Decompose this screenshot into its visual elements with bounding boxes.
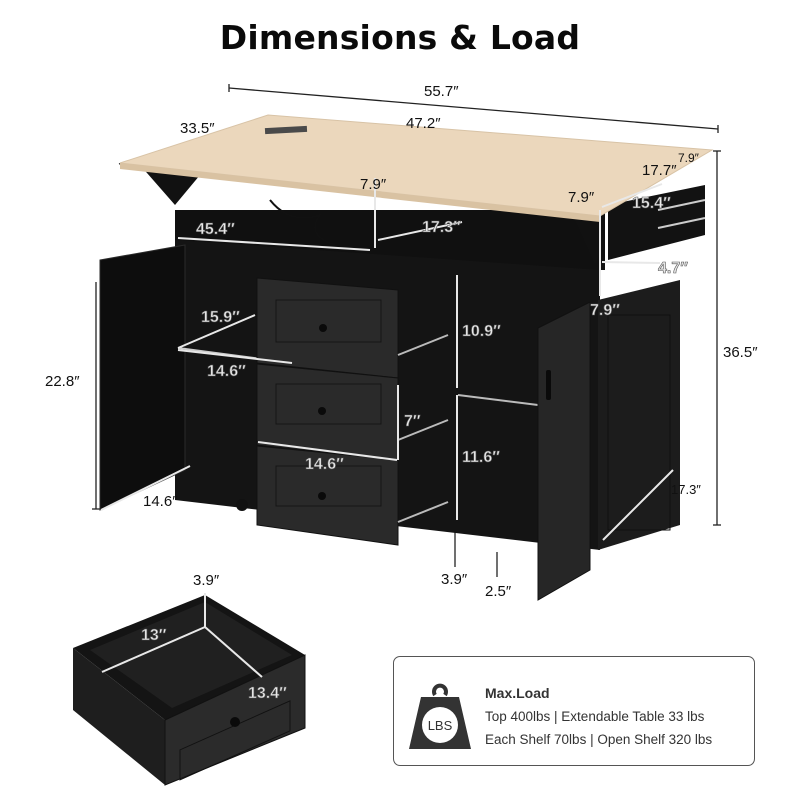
dim-left-door-width: 14.6″ [143,493,178,510]
dim-side-rack-height: 4.7″ [658,260,689,277]
weight-icon-label: LBS [428,718,453,733]
dim-overall-width: 55.7″ [424,83,459,100]
dim-overall-height: 36.5″ [723,344,758,361]
dim-left-cabinet-width: 14.6″ [207,363,246,380]
weight-lbs-icon: LBS [409,683,471,749]
dim-top-width: 47.2″ [406,115,441,132]
power-outlet-icon [264,125,308,135]
cabinet-body [99,165,706,601]
dim-open-shelf-width: 45.4″ [196,221,235,238]
dim-drawer-width: 14.6″ [305,456,344,473]
dim-drawer-spacing: 7″ [404,413,421,430]
power-cord-icon [269,199,336,246]
drawer-detail-depth: 3.9″ [193,572,220,589]
dim-right-upper-shelf-height: 10.9″ [462,323,501,340]
dim-center-gap: 7.9″ [360,176,387,193]
drawers [256,277,449,546]
drawer-detail-illustration [73,593,306,786]
max-load-panel: LBS Max.Load Top 400lbs | Extendable Tab… [393,656,755,766]
dim-side-rack-width: 15.4″ [632,195,671,212]
dim-right-lower-shelf-height: 11.6″ [462,449,501,466]
max-load-line-1: Top 400lbs | Extendable Table 33 lbs [485,709,705,724]
dim-base-height: 3.9″ [441,571,468,588]
dim-cabinet-height: 22.8″ [45,373,80,390]
dim-side-extension-gap-left: 7.9″ [568,189,595,206]
dim-right-side-depth: 17.3″ [671,482,701,497]
dim-side-extension-gap-right: 7.9″ [678,151,699,165]
dim-top-depth: 33.5″ [180,120,215,137]
wood-tabletop [119,114,714,217]
max-load-title: Max.Load [485,685,550,701]
dim-side-extension-depth: 17.7″ [642,162,677,179]
dim-side-rack-depth: 7.9″ [590,302,621,319]
dim-left-cabinet-depth: 15.9″ [201,309,240,326]
dim-toe-kick-height: 2.5″ [485,583,512,600]
max-load-line-2: Each Shelf 70lbs | Open Shelf 320 lbs [485,732,713,747]
page-title: Dimensions & Load [219,18,581,57]
drawer-detail-length: 13.4″ [248,685,287,702]
interior-measure-lines [100,178,674,541]
dim-open-shelf-depth: 17.3″ [422,219,461,236]
drawer-detail-width: 13″ [141,627,167,644]
